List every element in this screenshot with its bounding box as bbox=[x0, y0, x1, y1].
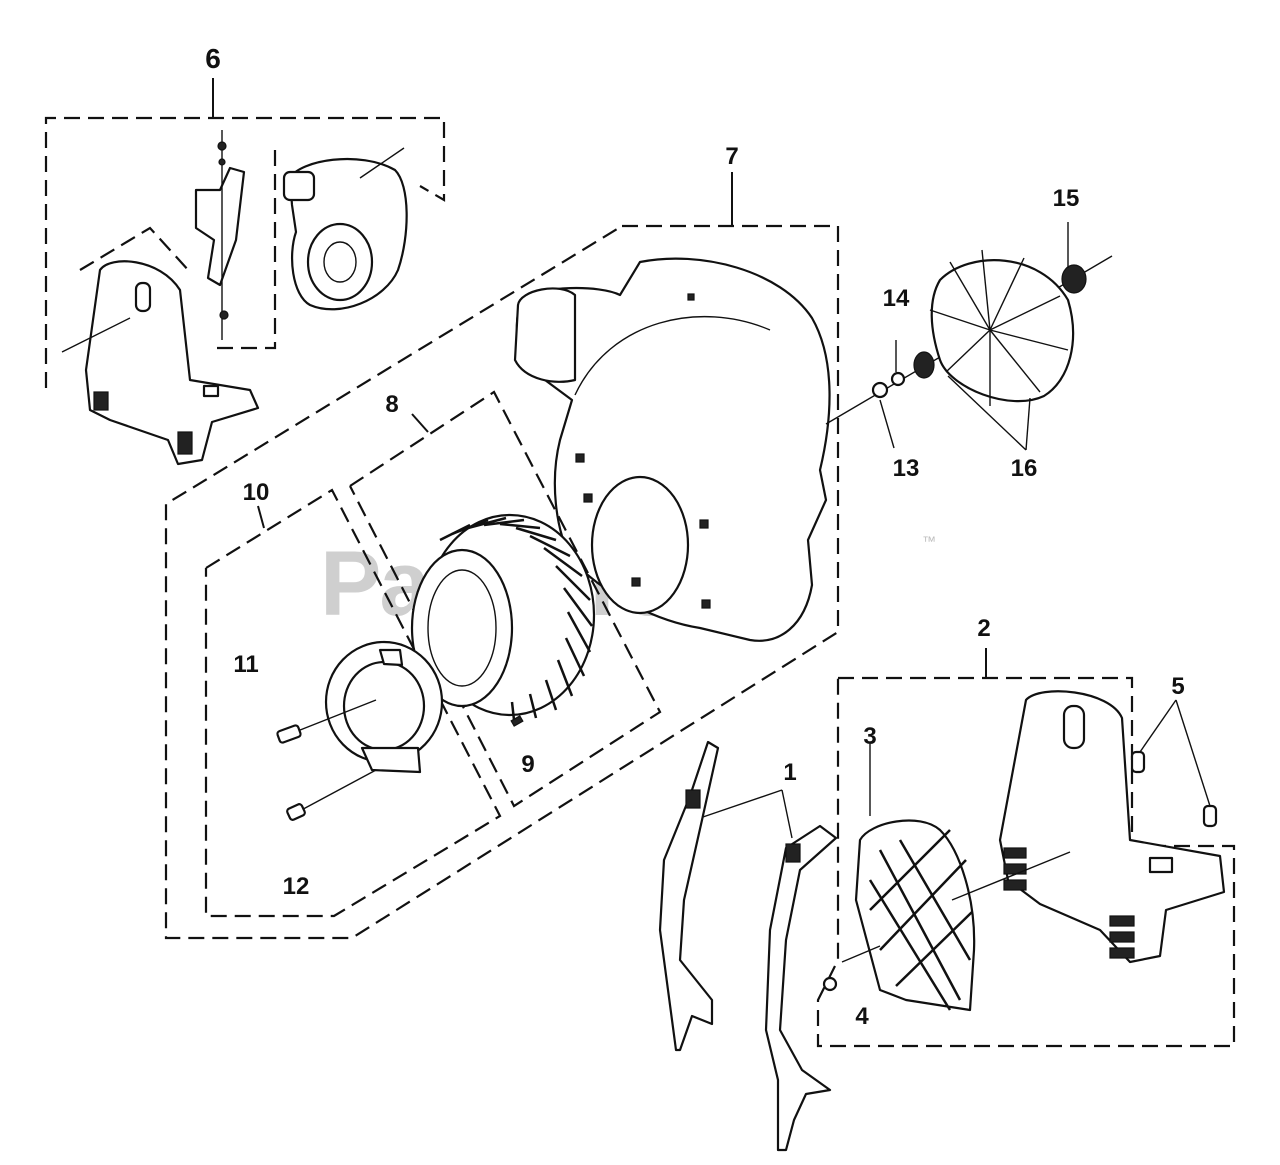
cap-15-icon bbox=[1061, 264, 1087, 294]
callout-5-leader-b bbox=[1175, 699, 1211, 807]
group-6-boundary bbox=[44, 116, 446, 388]
nut-13-icon bbox=[871, 381, 889, 399]
throttle-washer bbox=[218, 158, 226, 166]
callout-16-leader-a bbox=[947, 375, 1027, 451]
callout-13-leader bbox=[879, 399, 895, 449]
washer-14-icon bbox=[890, 371, 906, 387]
screw-4-icon bbox=[822, 976, 838, 992]
recoil-plate-opening bbox=[342, 660, 426, 752]
starter-pulley-fins bbox=[439, 516, 594, 721]
mini-backplate-tab bbox=[202, 384, 220, 398]
callout-14: 14 bbox=[883, 285, 910, 312]
callout-15: 15 bbox=[1053, 185, 1080, 212]
mini-blower-inlet bbox=[306, 222, 374, 302]
callout-3: 3 bbox=[863, 723, 876, 750]
callout-6: 6 bbox=[205, 43, 221, 74]
callout-13: 13 bbox=[893, 455, 920, 482]
throttle-nut-top bbox=[217, 141, 227, 151]
mini-blower-outlet bbox=[282, 170, 316, 202]
callout-2: 2 bbox=[977, 615, 990, 642]
callout-5-leader-a bbox=[1139, 699, 1177, 753]
screw-12-leader bbox=[293, 769, 377, 815]
callout-7: 7 bbox=[725, 143, 738, 170]
strap-right bbox=[764, 824, 838, 1152]
mini-backplate-grill-left bbox=[93, 391, 109, 411]
starter-pulley bbox=[410, 513, 596, 721]
mini-screw-line bbox=[359, 147, 405, 179]
mini-backplate-slot bbox=[134, 281, 152, 313]
group-6-throttle-assembly bbox=[44, 78, 446, 466]
blower-housing-inlet bbox=[590, 475, 690, 615]
screw-12-icon bbox=[286, 803, 306, 821]
screw-11-icon bbox=[276, 724, 302, 744]
backplate-tab bbox=[1148, 856, 1174, 874]
strap-left-buckle bbox=[685, 789, 701, 809]
watermark-trademark: ™ bbox=[922, 533, 936, 549]
housing-bolt-holes bbox=[575, 293, 711, 609]
callout-8: 8 bbox=[385, 391, 398, 418]
blower-housing-contour bbox=[574, 315, 771, 396]
callout-10: 10 bbox=[243, 479, 270, 506]
impeller-hub-icon bbox=[913, 351, 935, 379]
callout-5: 5 bbox=[1171, 673, 1184, 700]
screws bbox=[276, 699, 524, 821]
group-10-boundary bbox=[204, 488, 502, 918]
screw-9-icon bbox=[510, 715, 524, 727]
pad-mount-line bbox=[951, 851, 1071, 901]
callout-4: 4 bbox=[855, 1003, 869, 1030]
blower-housing bbox=[513, 257, 831, 642]
mini-backplate-grill-right bbox=[177, 431, 193, 455]
recoil-plate bbox=[324, 640, 444, 774]
callout-12: 12 bbox=[283, 873, 310, 900]
group-7-housing-assembly bbox=[164, 172, 840, 940]
callout-16-leader-b bbox=[1025, 397, 1031, 451]
callout-16: 16 bbox=[1011, 455, 1038, 482]
backplate-grill-left bbox=[1003, 847, 1027, 891]
backplate bbox=[998, 690, 1226, 964]
group-8-leader bbox=[411, 413, 429, 433]
group-2-boundary bbox=[816, 676, 1236, 1048]
pin-5-lower bbox=[1202, 804, 1218, 828]
group-7-boundary bbox=[164, 224, 840, 940]
throttle-bracket bbox=[194, 166, 246, 287]
mini-backplate-dashed-link bbox=[79, 226, 191, 273]
shoulder-straps bbox=[658, 740, 838, 1152]
callout-1-leader-a bbox=[699, 789, 783, 819]
back-pad-grid bbox=[868, 829, 973, 1011]
callout-1-leader-b bbox=[781, 789, 793, 839]
group-10-leader bbox=[257, 505, 265, 529]
recoil-plate-tab bbox=[360, 746, 422, 774]
backplate-slot bbox=[1062, 704, 1086, 750]
mini-blower-hub bbox=[323, 241, 357, 283]
backplate-grill-right bbox=[1109, 915, 1135, 959]
blower-outlet-tube bbox=[513, 287, 577, 383]
throttle-dashed-bracket bbox=[215, 150, 277, 350]
strap-right-buckle bbox=[785, 843, 801, 863]
strap-left bbox=[658, 740, 720, 1052]
callout-1: 1 bbox=[783, 759, 796, 786]
recoil-plate-top-tab bbox=[378, 648, 404, 667]
impeller-blades bbox=[929, 249, 1069, 406]
throttle-nut-bottom bbox=[219, 310, 229, 320]
mini-screw-left bbox=[61, 317, 131, 353]
group-2-backplate-assembly bbox=[816, 648, 1236, 1048]
callout-9: 9 bbox=[521, 751, 534, 778]
group-10-plate-assembly bbox=[204, 488, 502, 918]
starter-pulley-bore bbox=[427, 569, 497, 687]
screw-11-leader bbox=[289, 699, 377, 735]
callout-4-leader bbox=[841, 945, 881, 963]
callout-labels: 6 7 8 10 15 14 13 16 11 9 12 2 5 3 1 4 bbox=[205, 43, 1184, 1030]
callout-11: 11 bbox=[233, 651, 258, 678]
mini-backplate bbox=[84, 260, 260, 466]
impeller-assembly bbox=[825, 222, 1113, 451]
pin-5-upper bbox=[1130, 750, 1146, 774]
